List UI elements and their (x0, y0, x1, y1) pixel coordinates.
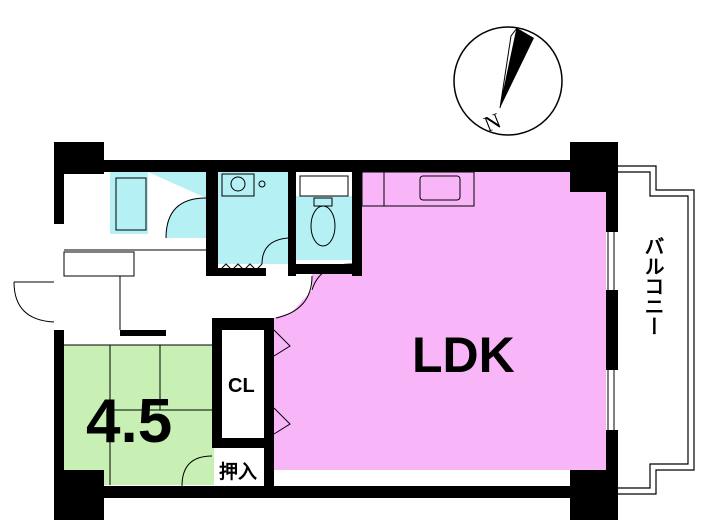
bathroom-fill (148, 172, 206, 238)
toilet-bowl-icon (310, 205, 336, 247)
wall-right-lower (606, 430, 618, 470)
faucet-icon (258, 180, 266, 188)
toilet-door-icon (311, 263, 353, 291)
closet-door-lower-icon (273, 407, 291, 435)
wall-right-middle (606, 290, 618, 370)
shoe-cabinet-icon (63, 251, 135, 277)
wall-right-upper (606, 192, 618, 232)
japanese-room-door-icon (181, 455, 213, 487)
fixtures (13, 171, 615, 487)
wall-washroom-toilet (288, 172, 296, 276)
compass: N (453, 26, 563, 137)
wall-corner-bottom-left (54, 470, 104, 520)
room-label-balcony: バルコニー (641, 236, 664, 336)
wall-corner-top-left (54, 142, 104, 174)
room-label-oshiire: 押入 (219, 460, 257, 483)
wall-corner-top-right (570, 142, 618, 192)
room-fills (64, 172, 606, 485)
wall-closet-top (212, 318, 274, 330)
compass-needle (500, 28, 534, 108)
wall-closet-bottom (212, 438, 274, 448)
bathtub-icon (115, 177, 147, 231)
room-label-japanese: 4.5 (86, 387, 172, 456)
toilet-room-fill (296, 196, 352, 260)
washroom-door-icon (261, 237, 289, 265)
bathroom-door-icon (165, 197, 207, 239)
wall-top (104, 160, 570, 172)
ldk-door-icon (275, 275, 313, 319)
balcony-inner-outline (618, 171, 689, 489)
wall-washroom-bottom (206, 268, 266, 276)
room-label-closet: CL (228, 375, 255, 397)
partition-zigzag (219, 263, 263, 271)
balcony-outline (618, 165, 695, 495)
wall-corner-bottom-right (570, 470, 618, 520)
wall-bottom (104, 486, 570, 498)
wall-closet-left (212, 318, 222, 446)
kitchen-counter-icon (361, 171, 475, 207)
sink-bowl-icon (230, 176, 246, 192)
compass-needle-outline (499, 27, 518, 109)
wall-toilet-ldk (352, 172, 362, 276)
wall-bath-washroom (206, 172, 218, 276)
japanese-room-fill (64, 345, 214, 485)
room-label-ldk: LDK (412, 327, 515, 383)
wall-ldk-left (264, 318, 274, 486)
wall-left-lower (54, 330, 64, 470)
washroom-fill (218, 172, 288, 264)
wall-entry-hall (120, 330, 166, 336)
kitchen-sink-icon (419, 175, 461, 201)
wall-left-upper (54, 174, 64, 224)
toilet-tank-icon (299, 175, 349, 197)
closet-door-upper-icon (273, 329, 291, 357)
entrance-door-icon (13, 281, 55, 323)
ldk-fill (274, 172, 606, 470)
balcony (618, 165, 695, 495)
sink-icon (221, 173, 255, 197)
